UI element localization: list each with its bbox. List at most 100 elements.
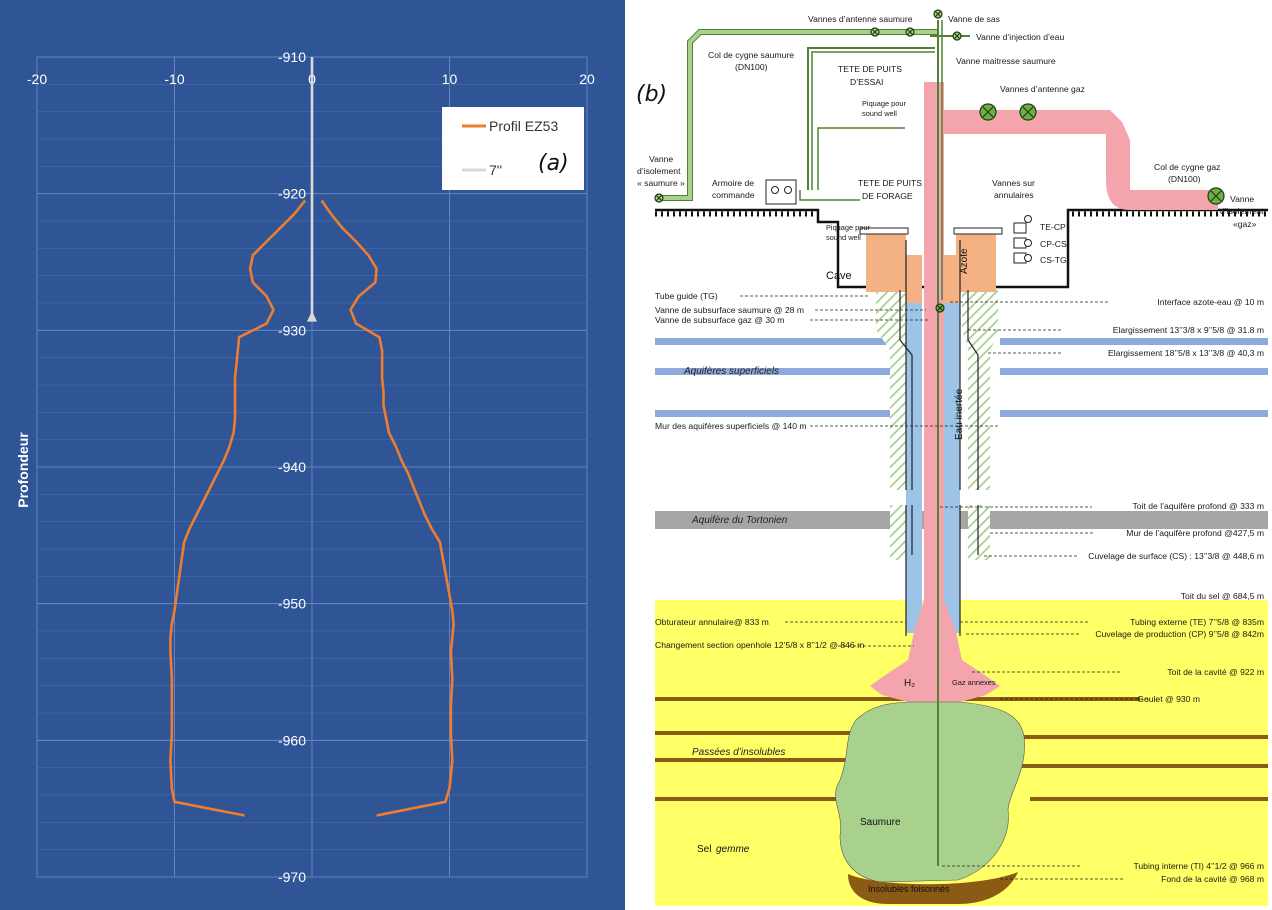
label-cuvelage-production: Cuvelage de production (CP) 9’’5/8 @ 842… xyxy=(1095,629,1264,639)
inert-water-annulus xyxy=(906,303,960,633)
valve-iso-saumure xyxy=(654,193,664,203)
label-gemme: gemme xyxy=(716,844,750,855)
label-h2: H₂ xyxy=(904,678,915,689)
label-armoire-2: commande xyxy=(712,190,755,200)
label-col-cygne-gaz-1: Col de cygne gaz xyxy=(1154,162,1220,172)
label-vanne-iso-saumure-3: « saumure » xyxy=(637,178,685,188)
label-sel: Sel xyxy=(697,844,711,855)
legend-box xyxy=(442,107,584,190)
insoluble-sump xyxy=(848,872,1018,904)
label-piquage-2: sound well xyxy=(862,109,897,118)
label-vanne-injection-eau: Vanne d’injection d’eau xyxy=(976,32,1064,42)
label-tete-essai-1: TETE DE PUITS xyxy=(838,64,902,74)
label-azote: Azote xyxy=(959,248,970,274)
label-mur-aquiferes: Mur des aquifères superficiels @ 140 m xyxy=(655,421,807,431)
label-armoire-1: Armoire de xyxy=(712,178,754,188)
label-elargissement-2: Elargissement 18’’5/8 x 13’’3/8 @ 40,3 m xyxy=(1108,348,1264,358)
label-mur-aquifere-profond: Mur de l’aquifère profond @427,5 m xyxy=(1126,528,1264,538)
ground-surface xyxy=(655,208,1268,289)
y-tick-label: -950 xyxy=(278,596,306,612)
label-vanne-iso-gaz-1: Vanne xyxy=(1230,194,1254,204)
chart-major-grid xyxy=(36,56,588,878)
label-fond-cavite: Fond de la cavité @ 968 m xyxy=(1161,874,1264,884)
label-gaz-annexes: Gaz annexes xyxy=(952,678,996,687)
label-vanne-sub-saumure: Vanne de subsurface saumure @ 28 m xyxy=(655,305,804,315)
label-tube-guide: Tube guide (TG) xyxy=(655,291,718,301)
label-tubing-externe: Tubing externe (TE) 7’’5/8 @ 835m xyxy=(1130,617,1264,627)
cave xyxy=(859,227,1003,303)
label-insolubles: Insolubles foisonnés xyxy=(868,884,950,894)
label-vanne-iso-saumure-2: d’isolement xyxy=(637,166,681,176)
label-col-cygne-saumure-1: Col de cygne saumure xyxy=(708,50,794,60)
brine-cavity xyxy=(835,701,1025,883)
label-aquifere-tortonien: Aquifère du Tortonien xyxy=(691,515,788,526)
valve-antenne-saumure-1 xyxy=(870,27,880,37)
well-diagram: (b) Vanne de sas Vannes d’antenne saumur… xyxy=(625,0,1272,910)
label-piquage-forage-1: Piquage pour xyxy=(826,223,871,232)
label-te-cp: TE-CP xyxy=(1040,222,1066,232)
label-toit-cavite: Toit de la cavité @ 922 m xyxy=(1167,667,1264,677)
chart-series-layer xyxy=(169,57,455,817)
label-tete-essai-2: D’ESSAI xyxy=(850,77,883,87)
insoluble-bands xyxy=(655,697,1268,801)
label-vanne-sub-gaz: Vanne de subsurface gaz @ 30 m xyxy=(655,315,784,325)
label-interface: Interface azote-eau @ 10 m xyxy=(1157,297,1264,307)
y-tick-label: -940 xyxy=(278,459,306,475)
label-tubing-interne: Tubing interne (TI) 4’’1/2 @ 966 m xyxy=(1133,861,1264,871)
valve-sas xyxy=(933,9,943,19)
label-elargissement-1: Elargissement 13’’3/8 x 9’’5/8 @ 31.8 m xyxy=(1113,325,1264,335)
label-vannes-antenne-gaz: Vannes d’antenne gaz xyxy=(1000,84,1085,94)
y-tick-label: -910 xyxy=(278,49,306,65)
label-toit-sel: Toit du sel @ 684,5 m xyxy=(1181,591,1264,601)
profile-line-left xyxy=(169,199,307,817)
valve-antenne-gaz-1 xyxy=(979,103,997,121)
label-col-cygne-gaz-2: (DN100) xyxy=(1168,174,1201,184)
label-vanne-iso-gaz-2: d’isolement xyxy=(1220,206,1264,216)
gas-column xyxy=(870,82,1218,702)
brine-piping xyxy=(660,20,970,866)
control-cabinet xyxy=(765,179,797,205)
label-saumure: Saumure xyxy=(860,817,901,828)
y-tick-label: -930 xyxy=(278,322,306,338)
y-tick-label: -960 xyxy=(278,732,306,748)
label-cuvelage-surface: Cuvelage de surface (CS) : 13’’3/8 @ 448… xyxy=(1088,551,1264,561)
chart-legend: Profil EZ53 7'' (a) xyxy=(442,107,584,190)
label-cp-cs: CP-CS xyxy=(1040,239,1067,249)
annular-valves xyxy=(1013,215,1032,264)
label-vanne-iso-gaz-3: «gaz» xyxy=(1233,219,1257,229)
panel-label-a: (a) xyxy=(538,151,569,176)
valves xyxy=(654,9,1225,313)
y-tick-labels: -910 -920 -930 -940 -950 -960 -970 xyxy=(278,49,306,885)
label-vannes-antenne-saumure: Vannes d’antenne saumure xyxy=(808,14,913,24)
diagram-labels: (b) Vanne de sas Vannes d’antenne saumur… xyxy=(636,14,1264,894)
label-eau-inertee: Eau inertée xyxy=(954,388,965,440)
panel-label-b: (b) xyxy=(636,82,667,107)
label-tete-forage-2: DE FORAGE xyxy=(862,191,913,201)
label-piquage-forage-2: sound well xyxy=(826,233,861,242)
casing-strings xyxy=(899,240,979,636)
label-col-cygne-saumure-2: (DN100) xyxy=(735,62,768,72)
y-tick-label: -970 xyxy=(278,869,306,885)
label-vanne-iso-saumure-1: Vanne xyxy=(649,154,673,164)
label-vanne-sas: Vanne de sas xyxy=(948,14,1000,24)
label-changement-section: Changement section openhole 12’5/8 x 8’’… xyxy=(655,640,864,650)
valve-iso-gaz xyxy=(1207,187,1225,205)
x-tick-label: -10 xyxy=(164,71,184,87)
profile-line-right xyxy=(320,199,455,817)
label-passees: Passées d’insolubles xyxy=(692,747,785,758)
casing-shoe-marker xyxy=(307,310,317,322)
label-cave: Cave xyxy=(826,270,852,282)
valve-antenne-gaz-2 xyxy=(1019,103,1037,121)
tortonian-aquifer xyxy=(655,511,1268,529)
label-tete-forage-1: TETE DE PUITS xyxy=(858,178,922,188)
legend-label-casing: 7'' xyxy=(489,162,502,178)
y-axis-label: Profondeur xyxy=(15,432,31,508)
aquifer-bands xyxy=(655,338,1268,417)
label-toit-aquifere-profond: Toit de l’aquifère profond @ 333 m xyxy=(1133,501,1265,511)
label-aquiferes-sup: Aquifères superficiels xyxy=(683,366,779,377)
x-tick-label: 20 xyxy=(579,71,595,87)
y-tick-label: -920 xyxy=(278,186,306,202)
valve-antenne-saumure-2 xyxy=(905,27,915,37)
profile-chart: -20-1001020 -910-920-930-940-950-960-970… xyxy=(0,0,625,910)
